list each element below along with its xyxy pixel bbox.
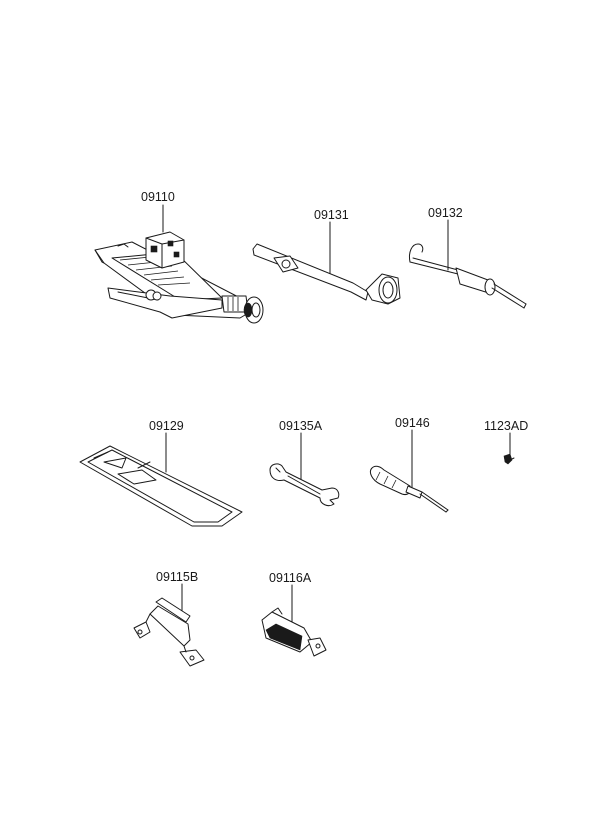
- part-tool-bag[interactable]: 09129: [79, 419, 243, 527]
- part-screwdriver[interactable]: 09146: [369, 416, 449, 513]
- part-label-bracket-a: 09116A: [269, 571, 312, 585]
- part-jack[interactable]: 09110: [94, 190, 264, 324]
- tool-bag-icon: [79, 445, 243, 527]
- part-label-jack-handle: 09131: [314, 208, 349, 222]
- bracket-icon: [261, 607, 327, 657]
- part-label-hook-rod: 09132: [428, 206, 463, 220]
- screwdriver-icon: [369, 465, 449, 513]
- wrench-icon: [269, 463, 340, 507]
- screw-icon: [503, 453, 515, 465]
- part-label-jack: 09110: [141, 190, 175, 204]
- part-jack-handle[interactable]: 09131: [252, 208, 401, 305]
- scissor-jack-icon: [94, 231, 264, 324]
- jack-handle-icon: [252, 243, 401, 305]
- hook-rod-icon: [409, 243, 527, 309]
- part-label-screw: 1123AD: [484, 419, 528, 433]
- part-label-wrench: 09135A: [279, 419, 323, 433]
- part-label-bracket-b: 09115B: [156, 570, 198, 584]
- part-wrench[interactable]: 09135A: [269, 419, 340, 507]
- part-hook-rod[interactable]: 09132: [409, 206, 527, 309]
- part-label-tool-bag: 09129: [149, 419, 184, 433]
- part-screw[interactable]: 1123AD: [484, 419, 528, 465]
- part-bracket-b[interactable]: 09115B: [133, 570, 205, 667]
- bracket-icon: [133, 597, 205, 667]
- part-label-screwdriver: 09146: [395, 416, 430, 430]
- part-bracket-a[interactable]: 09116A: [261, 571, 327, 657]
